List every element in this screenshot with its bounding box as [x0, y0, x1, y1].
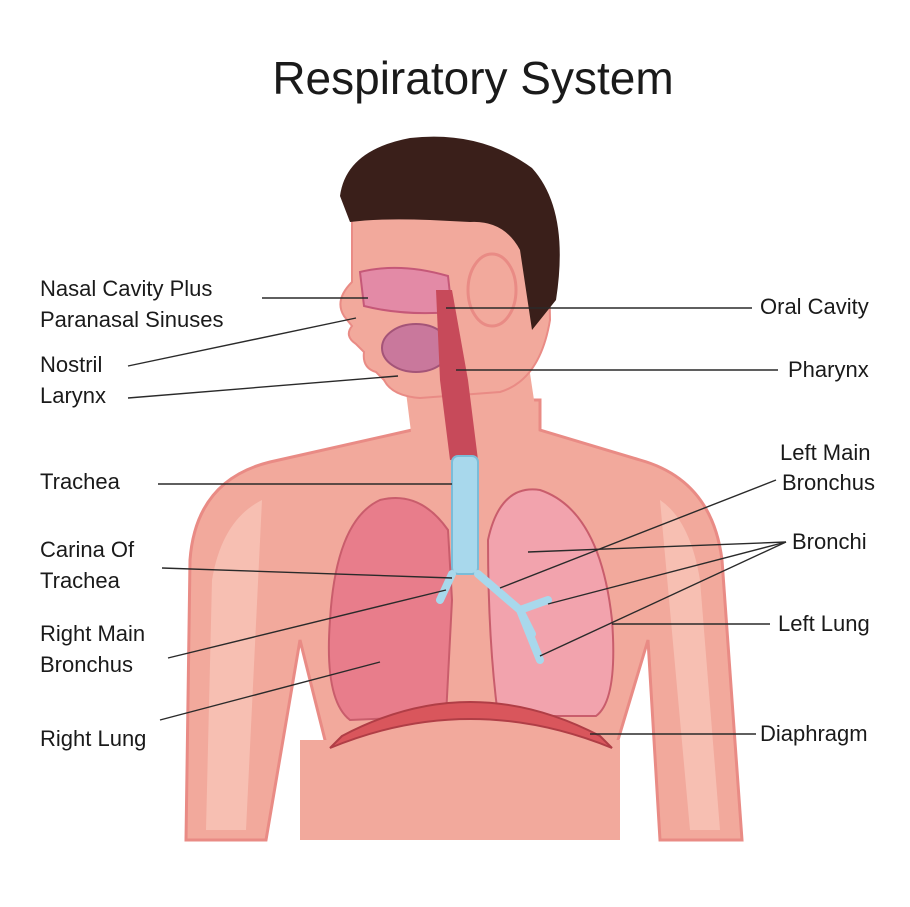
leader-right-lung: [159, 661, 381, 721]
label-nostril: Nostril: [40, 352, 102, 377]
label-right-main-bronchus-line1: Right Main: [40, 621, 145, 646]
pharynx-shape: [436, 290, 478, 460]
ear: [466, 252, 518, 328]
leader-bronchi-1: [527, 541, 787, 553]
label-trachea: Trachea: [40, 469, 121, 494]
abdomen: [300, 740, 620, 840]
label-nasal-cavity-line1: Nasal Cavity Plus: [40, 276, 212, 301]
leader-nostril: [127, 317, 357, 367]
leader-carina: [161, 567, 453, 579]
label-right-lung: Right Lung: [40, 726, 146, 751]
leader-bronchi-3: [539, 541, 787, 657]
label-left-lung: Left Lung: [778, 611, 870, 636]
label-oral-cavity: Oral Cavity: [760, 294, 869, 319]
body-illustration: [184, 136, 744, 842]
right-arm-highlight: [206, 500, 262, 830]
leader-right-main-bronchus: [167, 589, 447, 659]
label-pharynx: Pharynx: [788, 357, 869, 382]
label-right-main-bronchus-line2: Bronchus: [40, 652, 133, 677]
label-carina-line2: Trachea: [40, 568, 121, 593]
torso: [184, 398, 744, 842]
label-bronchi: Bronchi: [792, 529, 867, 554]
leader-left-main-bronchus: [499, 479, 777, 589]
leader-lines: [127, 297, 787, 735]
diaphragm-shape: [329, 701, 613, 749]
diagram-title: Respiratory System: [272, 52, 673, 104]
right-lung-shape: [327, 497, 454, 722]
label-left-main-bronchus-line2: Bronchus: [782, 470, 875, 495]
bronchi-shape: [436, 570, 552, 664]
label-diaphragm: Diaphragm: [760, 721, 868, 746]
trachea-shape: [451, 455, 479, 575]
leader-larynx: [127, 375, 399, 399]
left-arm-highlight: [660, 500, 720, 830]
hair: [340, 136, 560, 330]
label-larynx: Larynx: [40, 383, 106, 408]
leader-bronchi-2: [547, 541, 787, 605]
label-carina-line1: Carina Of: [40, 537, 135, 562]
label-nasal-cavity-line2: Paranasal Sinuses: [40, 307, 223, 332]
label-left-main-bronchus-line1: Left Main: [780, 440, 871, 465]
